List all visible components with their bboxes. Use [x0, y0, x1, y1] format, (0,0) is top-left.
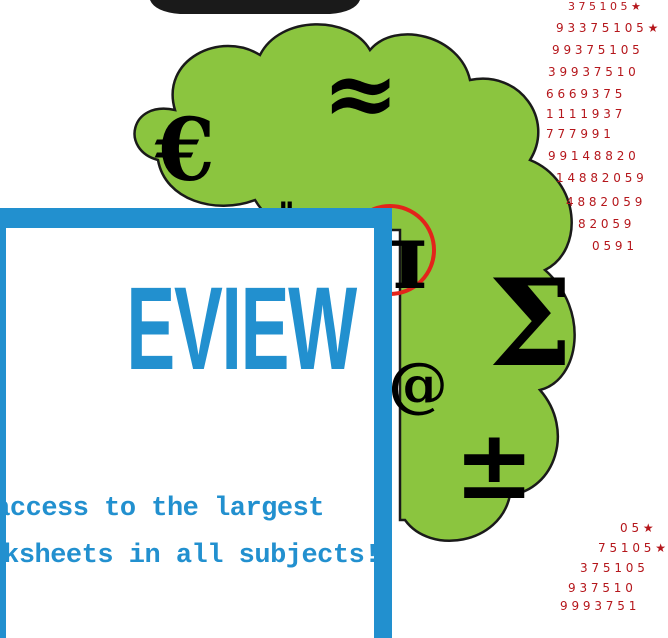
svg-text:9 3 3 7 5 1 0 5 ★: 9 3 3 7 5 1 0 5 ★ — [556, 21, 658, 35]
preview-text-line2: ksheets in all subjects! — [6, 541, 374, 571]
plus-minus-symbol: ± — [454, 408, 534, 521]
number-spiral-top: 3 7 5 1 0 5 ★ 9 3 3 7 5 1 0 5 ★ 9 9 3 7 … — [546, 0, 658, 253]
svg-text:3 9 9 3 7 5 1 0: 3 9 9 3 7 5 1 0 — [548, 65, 636, 79]
svg-text:8 2 0 5 9: 8 2 0 5 9 — [578, 217, 631, 231]
svg-text:1 4 8 8 2 0 5 9: 1 4 8 8 2 0 5 9 — [556, 171, 644, 185]
svg-text:7 7 7 9 9 1: 7 7 7 9 9 1 — [546, 127, 611, 141]
svg-text:4 8 8 2 0 5 9: 4 8 8 2 0 5 9 — [566, 195, 642, 209]
svg-text:9 3 7 5 1 0: 9 3 7 5 1 0 — [568, 581, 633, 595]
svg-text:7 5 1 0 5 ★: 7 5 1 0 5 ★ — [598, 541, 666, 555]
svg-text:3 7 5 1 0 5 ★: 3 7 5 1 0 5 ★ — [568, 0, 641, 13]
svg-text:1 1 1 1 9 3 7: 1 1 1 1 9 3 7 — [546, 107, 622, 121]
svg-text:3 7 5 1 0 5: 3 7 5 1 0 5 — [580, 561, 645, 575]
svg-text:9 9 9 3 7 5 1: 9 9 9 3 7 5 1 — [560, 599, 636, 613]
sigma-symbol: Σ — [488, 253, 573, 394]
at-symbol: @ — [388, 350, 448, 420]
green-cloud — [133, 23, 576, 542]
svg-text:6 6 6 9 3 7 5: 6 6 6 9 3 7 5 — [546, 87, 622, 101]
top-dark-bar — [150, 0, 360, 14]
euro-symbol: € — [154, 100, 215, 201]
preview-text-line1: access to the largest — [6, 494, 324, 524]
svg-text:9 9 3 7 5 1 0 5: 9 9 3 7 5 1 0 5 — [552, 43, 640, 57]
preview-card: EVIEW access to the largest ksheets in a… — [0, 208, 392, 638]
svg-text:0 5 ★: 0 5 ★ — [620, 521, 654, 535]
svg-text:9 9 1 4 8 8 2 0: 9 9 1 4 8 8 2 0 — [548, 149, 636, 163]
svg-text:0 5 9 1: 0 5 9 1 — [592, 239, 634, 253]
preview-card-inner: EVIEW access to the largest ksheets in a… — [6, 228, 374, 638]
approx-symbol: ≈ — [322, 39, 399, 147]
preview-title: EVIEW — [126, 263, 357, 395]
number-spiral-bottom: 0 5 ★ 7 5 1 0 5 ★ 3 7 5 1 0 5 9 3 7 5 1 … — [560, 521, 666, 613]
